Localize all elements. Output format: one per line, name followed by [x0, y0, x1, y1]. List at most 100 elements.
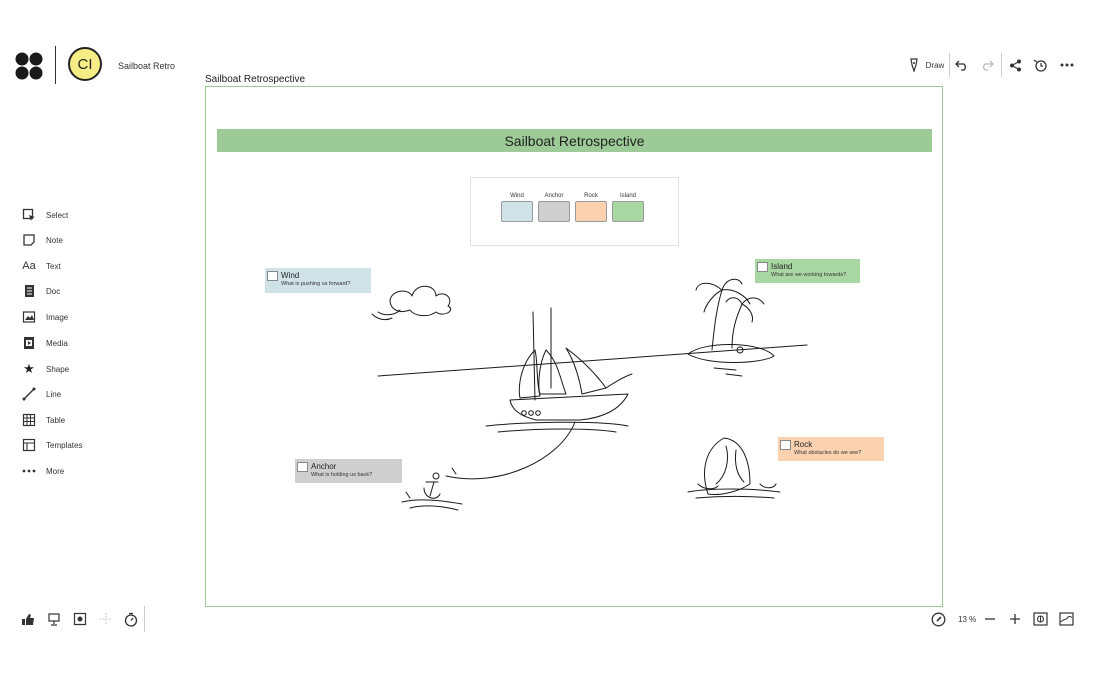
- image-placeholder-icon: [267, 271, 278, 281]
- image-placeholder-icon: [297, 462, 308, 472]
- legend-swatch-anchor[interactable]: [538, 201, 570, 222]
- note-icon: [20, 232, 38, 248]
- compass-icon: [931, 612, 945, 626]
- fit-to-screen-button[interactable]: [1032, 611, 1048, 627]
- card-subtitle: What obstacles do we see?: [794, 450, 862, 456]
- card-subtitle: What is holding us back?: [311, 472, 373, 478]
- pen-icon: [909, 58, 918, 72]
- legend-label-island: Island: [619, 193, 636, 199]
- minimap-button[interactable]: [1058, 611, 1074, 627]
- tool-label: Image: [46, 312, 69, 322]
- tool-label: Line: [46, 389, 62, 399]
- more-horizontal-icon: [1060, 63, 1074, 67]
- tool-label: Shape: [46, 364, 70, 374]
- card-title: Wind: [281, 271, 300, 280]
- legend-box[interactable]: [470, 177, 679, 246]
- card-title: Anchor: [311, 462, 337, 471]
- timer-icon: [1033, 59, 1047, 72]
- sail: [538, 349, 567, 395]
- board-frame[interactable]: [205, 86, 943, 607]
- tool-table[interactable]: Table: [20, 411, 140, 429]
- toolbar-divider: [1001, 53, 1002, 77]
- stopwatch-button[interactable]: [123, 611, 139, 627]
- zoom-out-button[interactable]: [982, 611, 998, 627]
- card-title: Island: [771, 262, 793, 271]
- legend-swatch-island[interactable]: [612, 201, 644, 222]
- focus-icon: [73, 612, 87, 626]
- presentation-button[interactable]: [46, 611, 62, 627]
- card-anchor[interactable]: Anchor What is holding us back?: [295, 459, 402, 483]
- tool-text[interactable]: Aa Text: [20, 257, 140, 275]
- frame-title[interactable]: Sailboat Retrospective: [205, 74, 306, 85]
- plus-icon: [1010, 614, 1020, 624]
- sail: [518, 349, 541, 399]
- app-logo-icon[interactable]: [14, 51, 44, 81]
- more-options-button[interactable]: [1057, 54, 1077, 76]
- minimap-icon: [1058, 612, 1074, 626]
- tool-label: Templates: [46, 440, 83, 450]
- avatar[interactable]: CI: [68, 47, 102, 81]
- draw-button[interactable]: Draw: [904, 54, 948, 76]
- star-icon: ★: [23, 361, 35, 376]
- bottom-divider: [144, 606, 145, 632]
- focus-button[interactable]: [72, 611, 88, 627]
- image-placeholder-icon: [780, 440, 791, 450]
- minus-icon: [985, 618, 995, 620]
- card-subtitle: What are we working towards?: [771, 272, 847, 278]
- share-button[interactable]: [1006, 54, 1024, 76]
- anchor-sketch: [423, 481, 441, 499]
- horizon-line: [377, 344, 808, 377]
- tool-label: Select: [46, 210, 69, 220]
- navigator-button[interactable]: [930, 611, 946, 627]
- move-button[interactable]: [98, 611, 114, 627]
- undo-icon: [955, 60, 966, 71]
- text-icon: Aa: [22, 260, 36, 272]
- doc-icon: [20, 283, 38, 299]
- tool-shape[interactable]: ★ Shape: [20, 360, 140, 378]
- tool-line[interactable]: Line: [20, 385, 140, 403]
- timer-button[interactable]: [1031, 54, 1049, 76]
- top-toolbar: Draw: [900, 53, 1100, 78]
- board-name[interactable]: Sailboat Retro: [118, 61, 176, 71]
- tool-label: More: [46, 466, 65, 476]
- legend-label-wind: Wind: [510, 193, 524, 199]
- image-icon: [20, 309, 38, 325]
- card-wind[interactable]: Wind What is pushing us forward?: [265, 268, 371, 293]
- card-island[interactable]: Island What are we working towards?: [755, 259, 860, 283]
- select-icon: [20, 207, 38, 223]
- card-title: Rock: [794, 440, 813, 449]
- frame-banner[interactable]: Sailboat Retrospective: [217, 129, 932, 152]
- tool-label: Text: [46, 261, 61, 271]
- thumbs-up-icon: [22, 613, 34, 625]
- sail: [565, 347, 607, 395]
- zoom-level[interactable]: 13 %: [958, 615, 977, 624]
- rock-sketch: [704, 437, 751, 495]
- draw-label: Draw: [925, 60, 945, 70]
- zoom-in-button[interactable]: [1007, 611, 1023, 627]
- card-rock[interactable]: Rock What obstacles do we see?: [778, 437, 884, 461]
- tool-note[interactable]: Note: [20, 231, 140, 249]
- card-subtitle: What is pushing us forward?: [281, 281, 351, 287]
- legend-swatch-rock[interactable]: [575, 201, 607, 222]
- fit-screen-icon: [1032, 612, 1048, 626]
- tool-doc[interactable]: Doc: [20, 282, 140, 300]
- move-icon: [100, 613, 112, 625]
- reactions-button[interactable]: [20, 611, 36, 627]
- sailboat-sketch[interactable]: [370, 270, 820, 520]
- legend-label-anchor: Anchor: [544, 193, 564, 199]
- tool-image[interactable]: Image: [20, 308, 140, 326]
- avatar-initials: CI: [77, 55, 93, 73]
- tool-more[interactable]: More: [20, 462, 140, 480]
- undo-button[interactable]: [953, 54, 971, 76]
- cloud-sketch: [389, 285, 452, 317]
- tool-label: Note: [46, 235, 63, 245]
- legend-swatch-wind[interactable]: [501, 201, 533, 222]
- tool-select[interactable]: Select: [20, 206, 140, 224]
- tool-media[interactable]: Media: [20, 334, 140, 352]
- redo-button[interactable]: [978, 54, 996, 76]
- share-icon: [1009, 59, 1021, 71]
- templates-icon: [20, 437, 38, 453]
- tool-templates[interactable]: Templates: [20, 436, 140, 454]
- tool-label: Doc: [46, 286, 61, 296]
- boat-hull: [509, 393, 629, 421]
